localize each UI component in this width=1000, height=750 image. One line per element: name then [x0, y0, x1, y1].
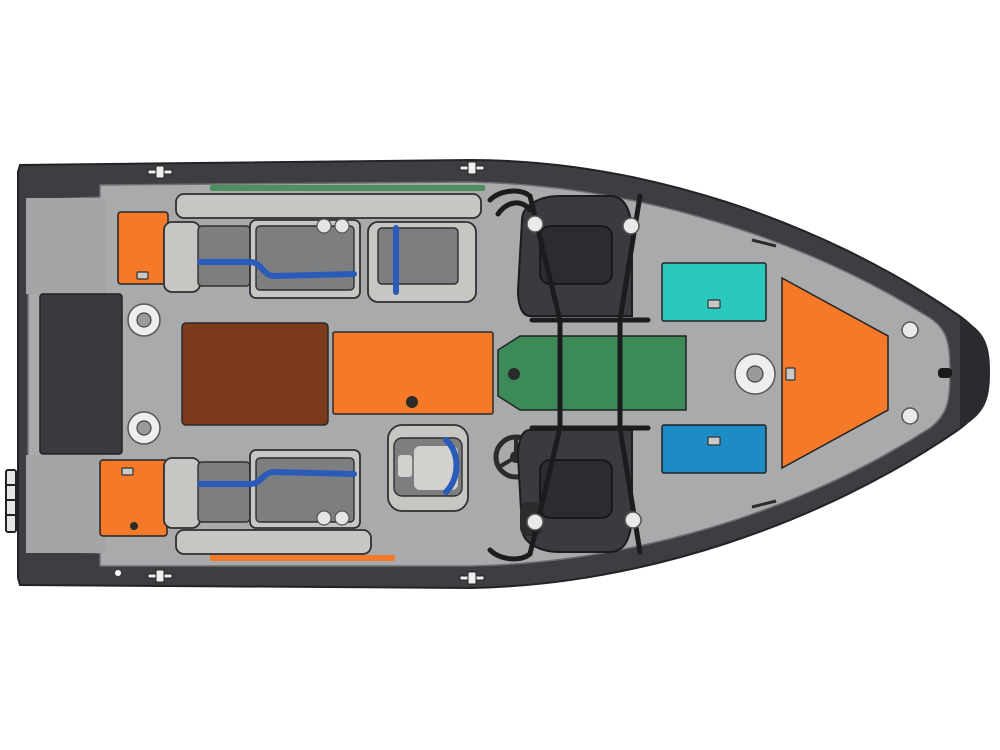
rear-bench-starboard: [163, 449, 372, 555]
stern-ladder[interactable]: [5, 469, 17, 533]
cleats: [147, 161, 485, 585]
orange-hatch-center: [332, 331, 494, 415]
livewell: [497, 335, 687, 411]
bow-teal-hatch: [661, 262, 767, 322]
stern-cupholder: [127, 303, 161, 337]
stern-cupholder: [127, 411, 161, 445]
seat-cupholders: [316, 218, 350, 526]
latch: [707, 299, 721, 309]
motor-well: [39, 293, 123, 455]
bow-tip: [960, 318, 990, 428]
windshield-frame: [487, 188, 651, 562]
rail-green: [210, 185, 485, 191]
drain-dot: [130, 522, 138, 530]
rail-orange: [210, 555, 395, 561]
driver-seat: [387, 424, 469, 512]
stern-platform-lower: [26, 455, 106, 553]
rear-bench-port: [163, 193, 482, 303]
console-panel: [539, 459, 613, 519]
deck-bolts: [115, 215, 919, 576]
bow-triangle-hatch: [781, 276, 889, 470]
latch: [136, 271, 149, 280]
bow-blue-hatch: [661, 424, 767, 474]
gunwale-marks: [751, 238, 777, 509]
latch: [121, 467, 134, 476]
latch: [707, 436, 721, 446]
bow-cupholder: [734, 353, 776, 395]
bow-eye: [938, 368, 952, 378]
livewell-knob: [508, 368, 520, 380]
console-panel: [539, 225, 613, 285]
latch: [785, 367, 796, 381]
stern-platform: [26, 198, 106, 294]
teak-floor: [181, 322, 329, 426]
hatch-knob: [406, 396, 418, 408]
